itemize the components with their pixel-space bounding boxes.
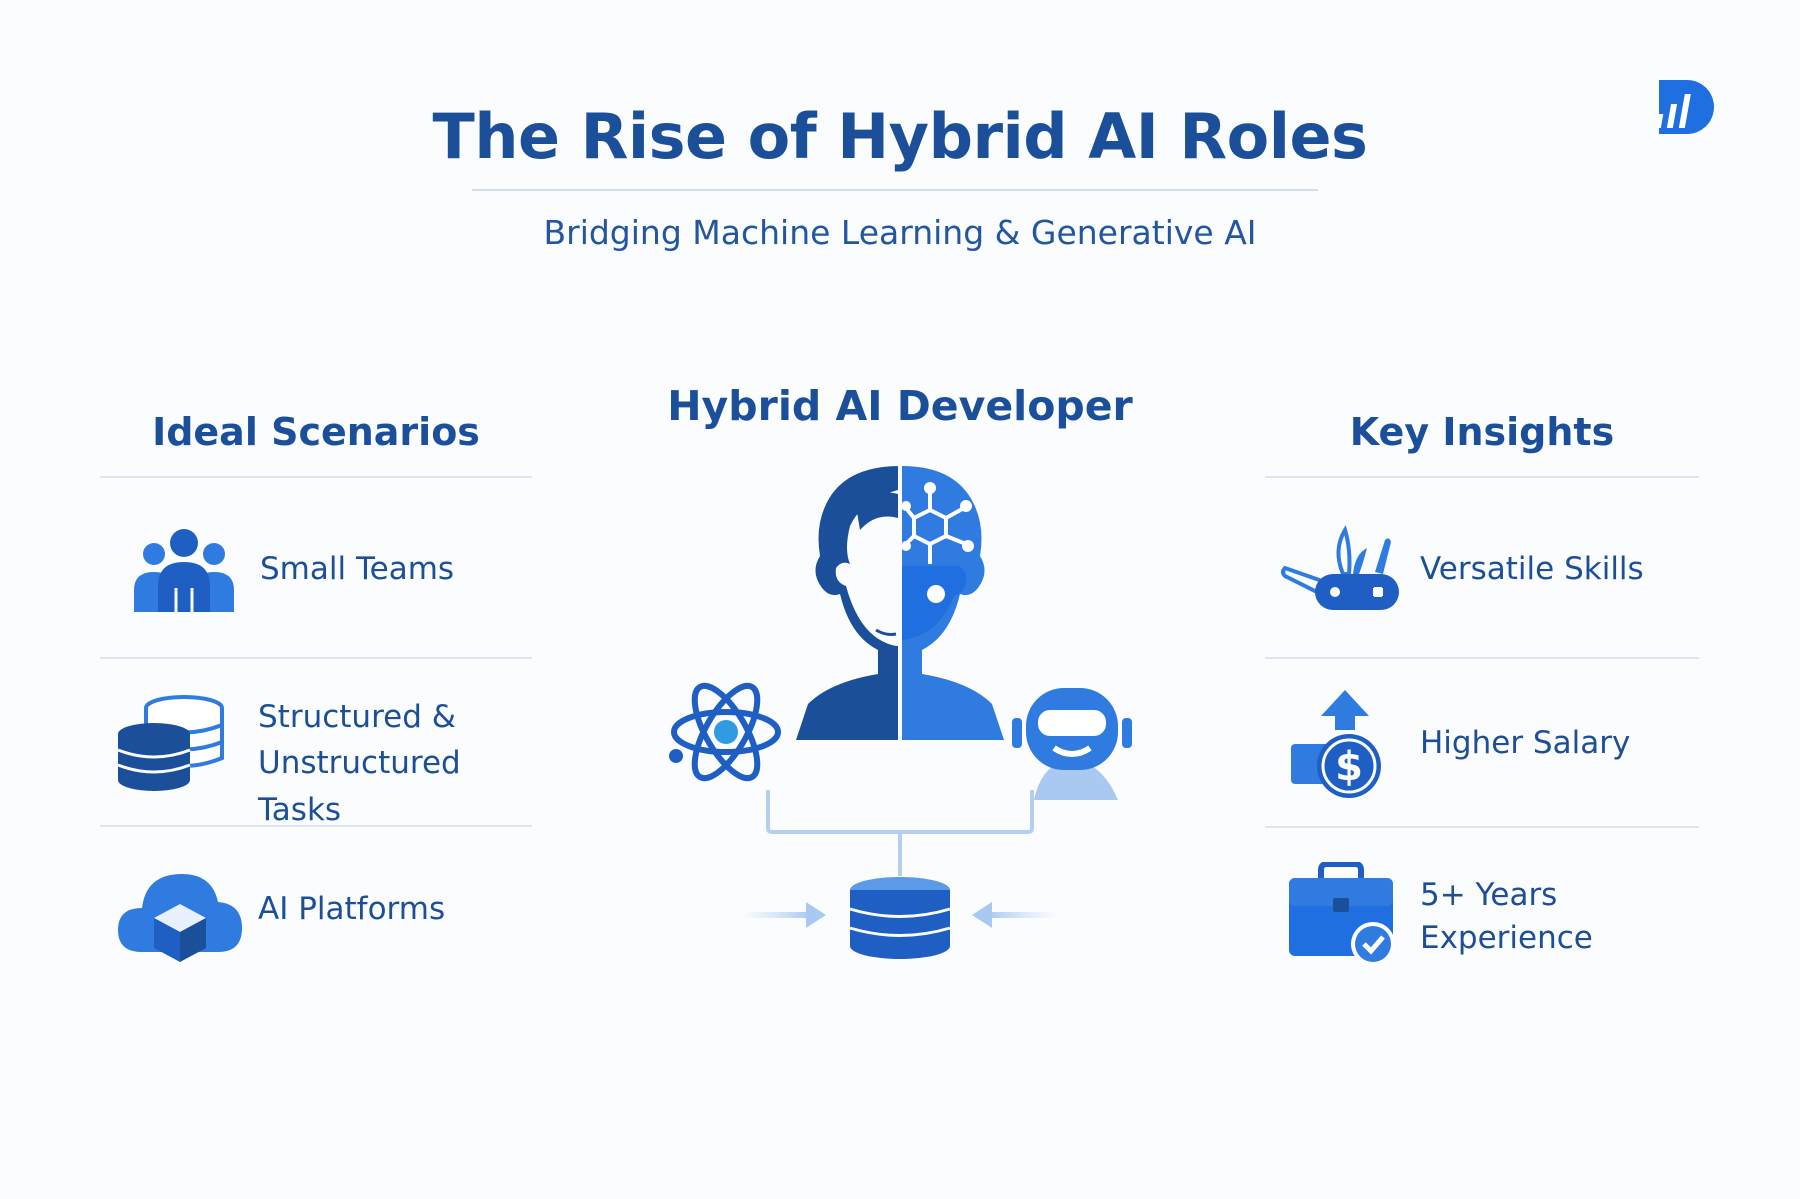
structured-tasks-label: Structured & (258, 699, 456, 735)
right-heading-divider (1265, 476, 1699, 478)
salary-up-icon: $ (1291, 690, 1381, 798)
years-label: 5+ Years (1420, 877, 1558, 913)
left-divider-2 (100, 825, 532, 827)
svg-text:$: $ (1335, 744, 1363, 790)
multi-tool-icon (1281, 525, 1399, 610)
left-arrow-icon (740, 902, 826, 928)
experience-label: Experience (1420, 920, 1593, 956)
right-divider-2 (1265, 826, 1699, 828)
list-item-structured-tasks: Structured & Unstructured Tasks (100, 690, 545, 828)
list-item-higher-salary: $ Higher Salary (1265, 688, 1699, 802)
right-arrow-icon (972, 902, 1058, 928)
title-divider (472, 189, 1318, 191)
robot-icon (1012, 688, 1132, 800)
database-stack-icon (117, 695, 224, 791)
versatile-skills-label: Versatile Skills (1420, 551, 1644, 587)
unstructured-tasks-label: Unstructured Tasks (258, 745, 461, 828)
ai-platforms-label: AI Platforms (258, 891, 446, 927)
hybrid-developer-heading: Hybrid AI Developer (667, 382, 1133, 430)
list-item-experience: 5+ Years Experience (1265, 860, 1699, 974)
chart-logo-icon (1655, 80, 1714, 134)
higher-salary-label: Higher Salary (1420, 725, 1631, 761)
list-item-versatile-skills: Versatile Skills (1265, 520, 1699, 620)
right-divider-1 (1265, 657, 1699, 659)
left-heading-divider (100, 476, 532, 478)
list-item-small-teams: Small Teams (100, 520, 532, 620)
page-title: The Rise of Hybrid AI Roles (432, 100, 1368, 173)
briefcase-check-icon (1289, 862, 1395, 966)
list-item-ai-platforms: AI Platforms (100, 860, 532, 970)
small-teams-label: Small Teams (260, 551, 455, 587)
atom-icon (669, 682, 781, 782)
ideal-scenarios-heading: Ideal Scenarios (152, 410, 480, 454)
page-subtitle: Bridging Machine Learning & Generative A… (543, 213, 1257, 252)
cloud-cube-icon (118, 874, 242, 962)
human-ai-head-icon (796, 460, 1004, 740)
key-insights-heading: Key Insights (1349, 410, 1615, 454)
database-icon (849, 877, 951, 959)
connector-lines (766, 790, 1034, 876)
team-icon (134, 529, 234, 612)
left-divider-1 (100, 657, 532, 659)
